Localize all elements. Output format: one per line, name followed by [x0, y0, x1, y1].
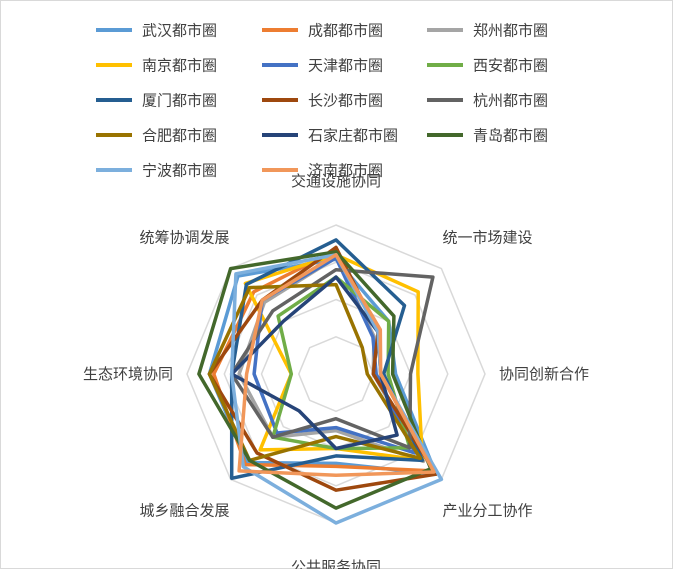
grid-ring: [297, 335, 375, 413]
legend-item-5: 西安都市圈: [427, 57, 548, 75]
legend-label-5: 西安都市圈: [473, 57, 548, 75]
legend-item-11: 青岛都市圈: [427, 127, 548, 145]
legend-label-6: 厦门都市圈: [142, 92, 217, 110]
legend-item-7: 长沙都市圈: [262, 92, 383, 110]
legend-item-3: 南京都市圈: [96, 57, 217, 75]
legend-item-2: 郑州都市圈: [427, 22, 548, 40]
series-line-13: [237, 253, 436, 478]
legend-label-8: 杭州都市圈: [473, 92, 548, 110]
legend-label-4: 天津都市圈: [308, 57, 383, 75]
legend-item-0: 武汉都市圈: [96, 22, 217, 40]
series-line-9: [207, 282, 423, 463]
series-line-11: [197, 250, 433, 510]
series-line-0: [207, 257, 438, 476]
legend-label-11: 青岛都市圈: [473, 127, 548, 145]
series-line-6: [229, 238, 425, 481]
radar-series: [197, 238, 444, 525]
axis-label-6: 生态环境协同: [83, 365, 173, 383]
axis-label-0: 交通设施协同: [291, 172, 381, 190]
legend-label-1: 成都都市圈: [308, 22, 383, 40]
series-line-8: [229, 267, 435, 450]
legend-label-10: 石家庄都市圈: [308, 127, 398, 145]
legend-item-6: 厦门都市圈: [96, 92, 217, 110]
axis-label-4: 公共服务协同: [291, 558, 381, 569]
legend-item-8: 杭州都市圈: [427, 92, 548, 110]
legend-label-3: 南京都市圈: [142, 57, 217, 75]
axis-label-5: 城乡融合发展: [139, 502, 229, 520]
legend-item-9: 合肥都市圈: [96, 127, 217, 145]
legend-label-12: 宁波都市圈: [142, 162, 217, 180]
legend-item-4: 天津都市圈: [262, 57, 383, 75]
legend-item-12: 宁波都市圈: [96, 162, 217, 180]
legend-item-1: 成都都市圈: [262, 22, 383, 40]
axis-label-7: 统筹协调发展: [139, 229, 229, 247]
legend-item-10: 石家庄都市圈: [262, 127, 398, 145]
series-line-7: [207, 245, 438, 492]
axis-label-2: 协同创新合作: [499, 365, 589, 383]
legend-label-0: 武汉都市圈: [142, 22, 217, 40]
series-line-5: [271, 275, 412, 451]
legend-label-13: 济南都市圈: [308, 162, 383, 180]
axis-label-3: 产业分工协作: [443, 502, 533, 520]
legend-label-7: 长沙都市圈: [308, 92, 383, 110]
axis-label-1: 统一市场建设: [443, 229, 533, 247]
legend-item-13: 济南都市圈: [262, 162, 383, 180]
legend-label-9: 合肥都市圈: [142, 127, 217, 145]
legend-label-2: 郑州都市圈: [473, 22, 548, 40]
series-line-4: [252, 256, 417, 455]
